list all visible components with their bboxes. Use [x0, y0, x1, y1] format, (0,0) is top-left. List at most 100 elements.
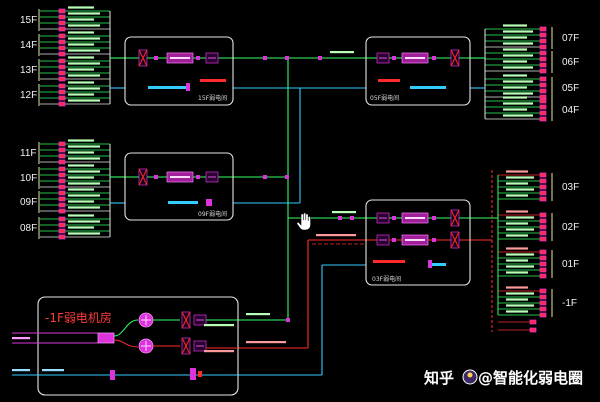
outlet-marker	[58, 234, 66, 240]
outlet-marker	[539, 230, 547, 236]
cable-annotation	[68, 232, 100, 235]
cable-annotation	[503, 30, 533, 33]
cable-annotation	[506, 292, 534, 295]
cable-annotation	[68, 200, 94, 203]
floor-label-02f: 02F	[562, 222, 579, 233]
outlet-marker	[539, 172, 547, 178]
cable-annotation	[68, 194, 100, 197]
cable-annotation	[503, 96, 527, 99]
junction-dot	[154, 175, 158, 179]
outlet-marker	[539, 68, 547, 74]
junction-dot	[263, 175, 267, 179]
cable-annotation	[506, 210, 528, 213]
outlet-marker	[539, 255, 547, 261]
room-label-03f: 03F弱电间	[372, 275, 401, 283]
outlet-marker	[529, 319, 537, 325]
outlet-marker	[58, 147, 66, 153]
cable-annotation	[68, 18, 94, 21]
cable-annotation	[68, 62, 100, 65]
floor-label-13f: 13F	[20, 65, 37, 76]
outlet-marker	[539, 26, 547, 32]
cable-annotation	[68, 74, 100, 77]
junction-dot	[432, 238, 436, 242]
floor-label-14f: 14F	[20, 40, 37, 51]
outlet-marker	[539, 288, 547, 294]
cable-annotation	[68, 87, 100, 90]
floor-label-07f: 07F	[562, 33, 579, 44]
outlet-marker	[539, 267, 547, 273]
room-frame-09f[interactable]	[124, 152, 234, 221]
outlet-marker	[58, 83, 66, 89]
room-frame-b1[interactable]	[37, 296, 239, 396]
breaker-symbol-cross	[138, 49, 148, 67]
catv-splitter	[428, 260, 432, 268]
catv-amplifier-mark	[198, 371, 202, 377]
room-label-b1: -1F弱电机房	[45, 310, 112, 325]
outlet-marker	[58, 76, 66, 82]
outlet-marker	[58, 184, 66, 190]
switch-symbol-text	[405, 217, 425, 219]
outlet-marker	[58, 70, 66, 76]
room-frame-15f[interactable]	[124, 36, 234, 106]
cable-annotation	[330, 51, 354, 54]
catv-bar	[432, 263, 446, 266]
cable-annotation	[503, 36, 527, 39]
outlet-marker	[539, 261, 547, 267]
cable-annotation	[68, 81, 94, 84]
fiber-split-line	[113, 319, 139, 337]
watermark-author: @智能化弱电圈	[478, 369, 583, 387]
outlet-marker	[539, 110, 547, 116]
switch-symbol-text	[170, 57, 190, 59]
avatar-icon-face	[467, 372, 473, 378]
junction-dot	[350, 216, 354, 220]
outlet-marker	[58, 166, 66, 172]
cable-annotation	[506, 271, 528, 274]
cable-annotation	[506, 259, 528, 262]
outlet-marker	[539, 94, 547, 100]
breaker-symbol-cross	[450, 49, 460, 67]
floor-label-09f: 09F	[20, 197, 37, 208]
junction-dot	[154, 56, 158, 60]
room-frame-03f[interactable]	[365, 199, 471, 286]
room-frame-05f[interactable]	[365, 36, 471, 106]
cable-annotation	[68, 12, 100, 15]
cable-annotation	[68, 99, 100, 102]
outlet-marker	[58, 8, 66, 14]
cable-annotation	[503, 108, 527, 111]
cable-annotation	[68, 182, 100, 185]
cable-annotation	[506, 304, 534, 307]
outlet-marker	[539, 249, 547, 255]
cable-annotation	[503, 48, 527, 51]
cable-annotation	[204, 324, 234, 327]
cable-annotation	[506, 265, 534, 268]
cable-annotation	[332, 211, 356, 214]
outlet-marker	[539, 212, 547, 218]
cable-annotation	[68, 93, 94, 96]
cable-annotation	[68, 6, 94, 9]
patch-panel-bar	[373, 260, 405, 263]
cable-annotation	[506, 253, 534, 256]
floor-label-05f: 05F	[562, 83, 579, 94]
cable-annotation	[506, 247, 528, 250]
outlet-marker	[58, 159, 66, 165]
outlet-marker	[539, 306, 547, 312]
outlet-marker	[539, 116, 547, 122]
outlet-marker	[58, 26, 66, 32]
cable-annotation	[506, 228, 534, 231]
cable-annotation	[503, 60, 527, 63]
junction-dot	[285, 56, 289, 60]
junction-dot	[286, 318, 290, 322]
floor-label-15f: 15F	[20, 15, 37, 26]
cable-annotation	[506, 188, 534, 191]
cable-annotation	[506, 216, 534, 219]
cable-annotation	[503, 102, 533, 105]
cable-annotation	[506, 286, 528, 289]
cable-annotation	[204, 350, 234, 353]
outlet-marker	[539, 38, 547, 44]
outlet-marker	[529, 327, 537, 333]
room-label-15f: 15F弱电间	[198, 94, 227, 102]
outlet-marker	[539, 312, 547, 318]
room-label-09f: 09F弱电间	[198, 210, 227, 218]
patch-panel-bar	[378, 79, 400, 82]
